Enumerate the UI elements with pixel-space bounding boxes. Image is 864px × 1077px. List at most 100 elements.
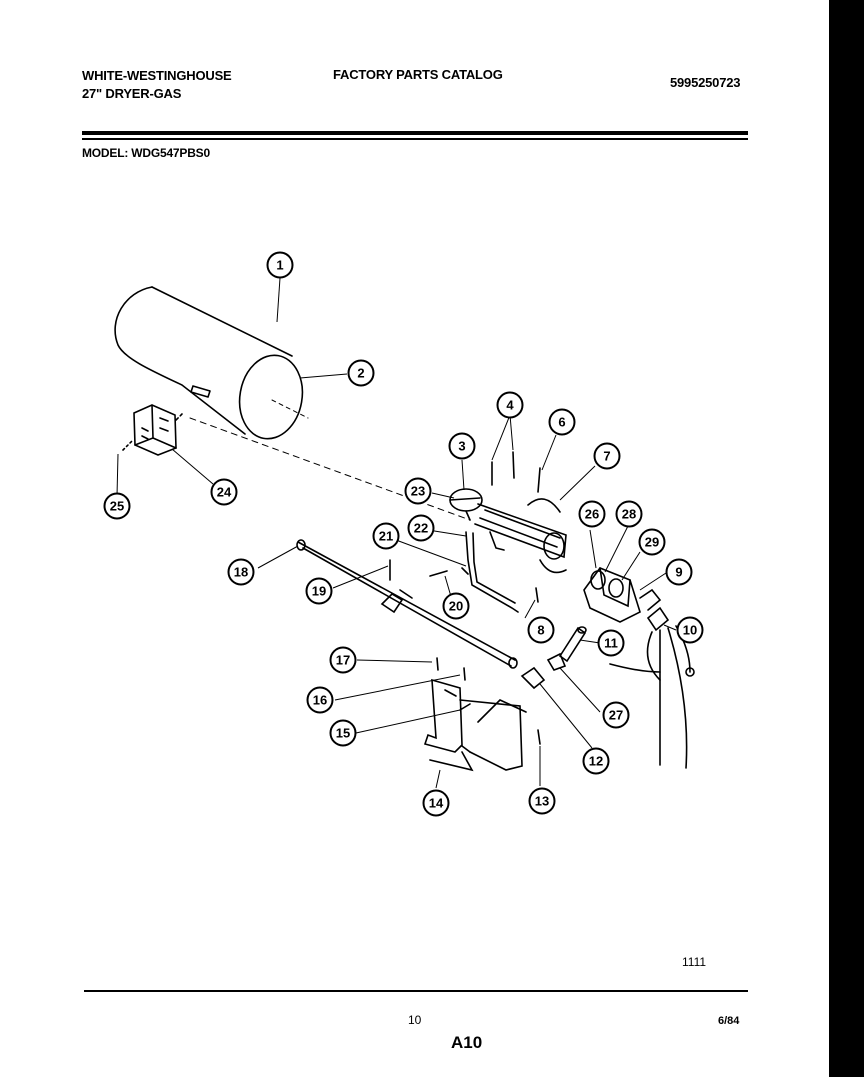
callout-15: 15 [329,719,357,747]
callout-label: 20 [449,599,463,614]
callout-circle [422,789,450,817]
callout-6: 6 [548,408,576,436]
header-rule-thin [82,138,748,140]
callout-8: 8 [527,616,555,644]
callout-circle [578,500,606,528]
callout-29: 29 [638,528,666,556]
callout-27: 27 [602,701,630,729]
callout-circle [597,629,625,657]
callout-circle [676,616,704,644]
callout-21: 21 [372,522,400,550]
igniter [461,531,519,613]
callout-label: 15 [336,726,350,741]
callout-circle [528,787,556,815]
wire-harness [609,606,695,769]
catalog-title: FACTORY PARTS CATALOG [333,67,503,82]
callout-circle [210,478,238,506]
callout-circle [407,514,435,542]
product-name: 27" DRYER-GAS [82,86,182,101]
revision-date: 6/84 [718,1015,740,1027]
callout-circle [404,477,432,505]
callout-26: 26 [578,500,606,528]
callout-label: 11 [604,636,618,651]
callout-circle [329,646,357,674]
callout-label: 18 [234,565,248,580]
callout-19: 19 [305,577,333,605]
callout-label: 17 [336,653,350,668]
callout-28: 28 [615,500,643,528]
burner-assembly [449,488,567,574]
callout-label: 14 [429,796,444,811]
callout-label: 21 [379,529,393,544]
callout-label: 25 [110,499,124,514]
callout-9: 9 [665,558,693,586]
callout-circle [638,528,666,556]
callout-11: 11 [597,629,625,657]
drum [114,286,304,440]
header-rule-thick [82,131,748,135]
page-number: 10 [408,1013,422,1027]
callout-circle [448,432,476,460]
callout-circle [305,577,333,605]
callout-12: 12 [582,747,610,775]
callout-label: 28 [622,507,636,522]
callout-22: 22 [407,514,435,542]
callout-3: 3 [448,432,476,460]
callout-label: 2 [357,366,364,381]
callout-4: 4 [496,391,524,419]
callout-2: 2 [347,359,375,387]
callout-label: 29 [645,535,659,550]
callout-10: 10 [676,616,704,644]
callout-circle [266,251,294,279]
callout-17: 17 [329,646,357,674]
callout-label: 10 [683,623,697,638]
callout-circle [527,616,555,644]
callout-25: 25 [103,492,131,520]
callout-16: 16 [306,686,334,714]
callout-label: 3 [458,439,465,454]
callout-circle [306,686,334,714]
callout-circle [615,500,643,528]
callout-23: 23 [404,477,432,505]
callout-label: 9 [675,565,682,580]
callout-18: 18 [227,558,255,586]
callout-label: 16 [313,693,327,708]
gas-valve [583,567,662,623]
callout-circle [103,492,131,520]
publication-number: 5995250723 [670,75,741,90]
scan-edge-border [829,0,864,1077]
callout-label: 4 [506,398,514,413]
callout-label: 13 [535,794,549,809]
callout-circle [582,747,610,775]
callout-circle [347,359,375,387]
footer-rule [84,990,748,992]
callout-7: 7 [593,442,621,470]
callout-circle [602,701,630,729]
callout-1: 1 [266,251,294,279]
callout-circle [548,408,576,436]
callout-circle [329,719,357,747]
callout-20: 20 [442,592,470,620]
callout-label: 6 [558,415,565,430]
model-number: MODEL: WDG547PBS0 [82,146,210,160]
callout-label: 8 [537,623,544,638]
callout-circle [372,522,400,550]
callout-label: 22 [414,521,428,536]
gas-pipe [296,539,518,669]
callout-bubbles: 1234678910111213141516171819202122232425… [103,251,704,817]
door-switch [122,404,183,456]
burner-bracket [423,678,527,772]
callout-label: 19 [312,584,326,599]
callout-13: 13 [528,787,556,815]
callout-24: 24 [210,478,238,506]
callout-label: 23 [411,484,425,499]
callout-circle [593,442,621,470]
callout-label: 24 [217,485,232,500]
callout-label: 27 [609,708,623,723]
callout-circle [227,558,255,586]
figure-id: A10 [451,1033,483,1052]
drawing-code: 1111 [682,955,707,969]
brand-name: WHITE-WESTINGHOUSE [82,68,232,83]
